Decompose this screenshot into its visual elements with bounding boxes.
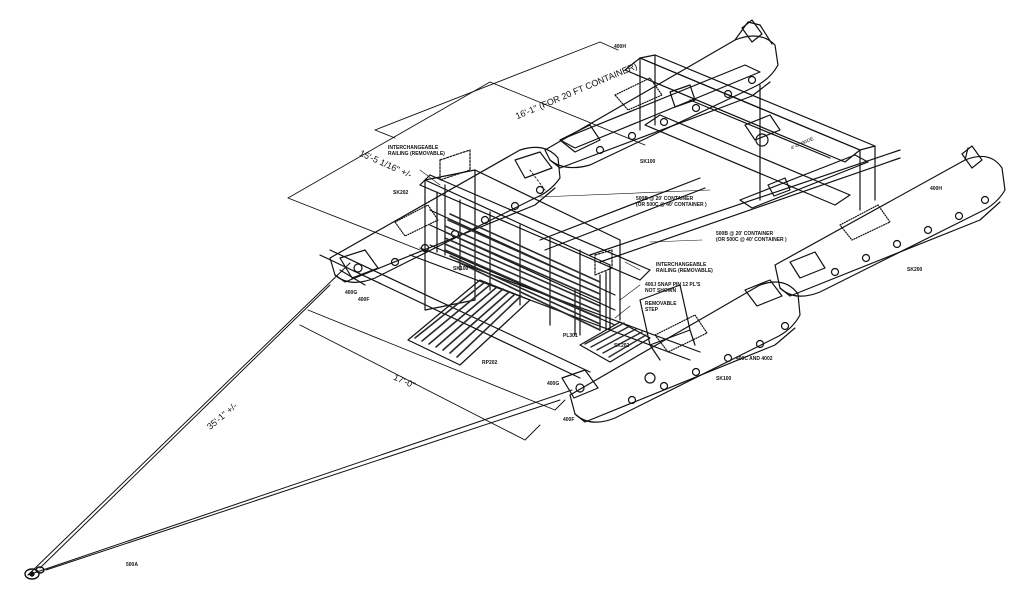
label-container-lower-line1: 500B @ 20' CONTAINER: [716, 231, 774, 237]
label-railing-mid-line1: INTERCHANGEABLE: [656, 262, 707, 268]
label-railing-mid: INTERCHANGEABLE RAILING (REMOVABLE): [656, 262, 713, 274]
label-pl301: PL301: [563, 333, 578, 339]
label-sk100-mid: SK100: [453, 266, 469, 272]
label-snap-pin: 400J SNAP PIN 12 PL'S NOT SHOWN: [645, 282, 700, 294]
label-railing-top-line1: INTERCHANGEABLE: [388, 145, 439, 151]
label-sk200-right: SK200: [907, 267, 923, 273]
label-400g-bottom: 400G: [547, 381, 560, 387]
label-sk202-bottom: SK202: [614, 343, 630, 349]
label-400f-left: 400F: [358, 297, 370, 303]
label-snap-pin-line1: 400J SNAP PIN 12 PL'S: [645, 282, 701, 288]
label-sk100-top: SK100: [640, 159, 656, 165]
platform-railing: [425, 150, 620, 335]
label-container-lower: 500B @ 20' CONTAINER (OR 500C @ 40' CONT…: [716, 231, 787, 243]
label-railing-mid-line2: RAILING (REMOVABLE): [656, 268, 713, 274]
pontoon-right: [775, 146, 1005, 296]
label-railing-top: INTERCHANGEABLE RAILING (REMOVABLE): [388, 145, 445, 157]
label-snap-pin-line2: NOT SHOWN: [645, 288, 677, 294]
label-container-lower-line2: (OR 500C @ 40' CONTAINER ): [716, 237, 787, 243]
label-400f-bottom: 400F: [563, 417, 575, 423]
label-removable-step: REMOVABLE STEP: [645, 301, 677, 313]
label-removable-step-line2: STEP: [645, 307, 659, 313]
tow-ring: [25, 567, 44, 579]
label-container-upper: 500B @ 20' CONTAINER (OR 500C @ 40' CONT…: [636, 196, 707, 208]
pontoon-bottom-holes: [629, 323, 789, 404]
label-rp202: RP202: [482, 360, 498, 366]
label-sk100-bottom: SK100: [716, 376, 732, 382]
deck-grating: [445, 214, 600, 330]
pontoon-bottom: [570, 280, 800, 422]
tow-lines: [28, 263, 572, 575]
label-500a: 500A: [126, 562, 138, 568]
ramp: [408, 280, 530, 365]
pontoon-top: [545, 20, 778, 168]
label-sk202-left: SK202: [393, 190, 409, 196]
dimension-lines: [288, 42, 710, 440]
label-removable-step-line1: REMOVABLE: [645, 301, 677, 307]
pontoon-right-holes: [832, 197, 989, 276]
removable-step: [580, 322, 650, 362]
label-400g: 400G: [345, 290, 358, 296]
label-railing-top-line2: RAILING (REMOVABLE): [388, 151, 445, 157]
label-container-upper-line1: 500B @ 20' CONTAINER: [636, 196, 694, 202]
label-400h-top: 400H: [614, 44, 626, 50]
left-bow: [340, 250, 598, 398]
label-container-upper-line2: (OR 500C @ 40' CONTAINER ): [636, 202, 707, 208]
label-400c-4002: 400C AND 4002: [736, 356, 773, 362]
label-400h-right: 400H: [930, 186, 942, 192]
